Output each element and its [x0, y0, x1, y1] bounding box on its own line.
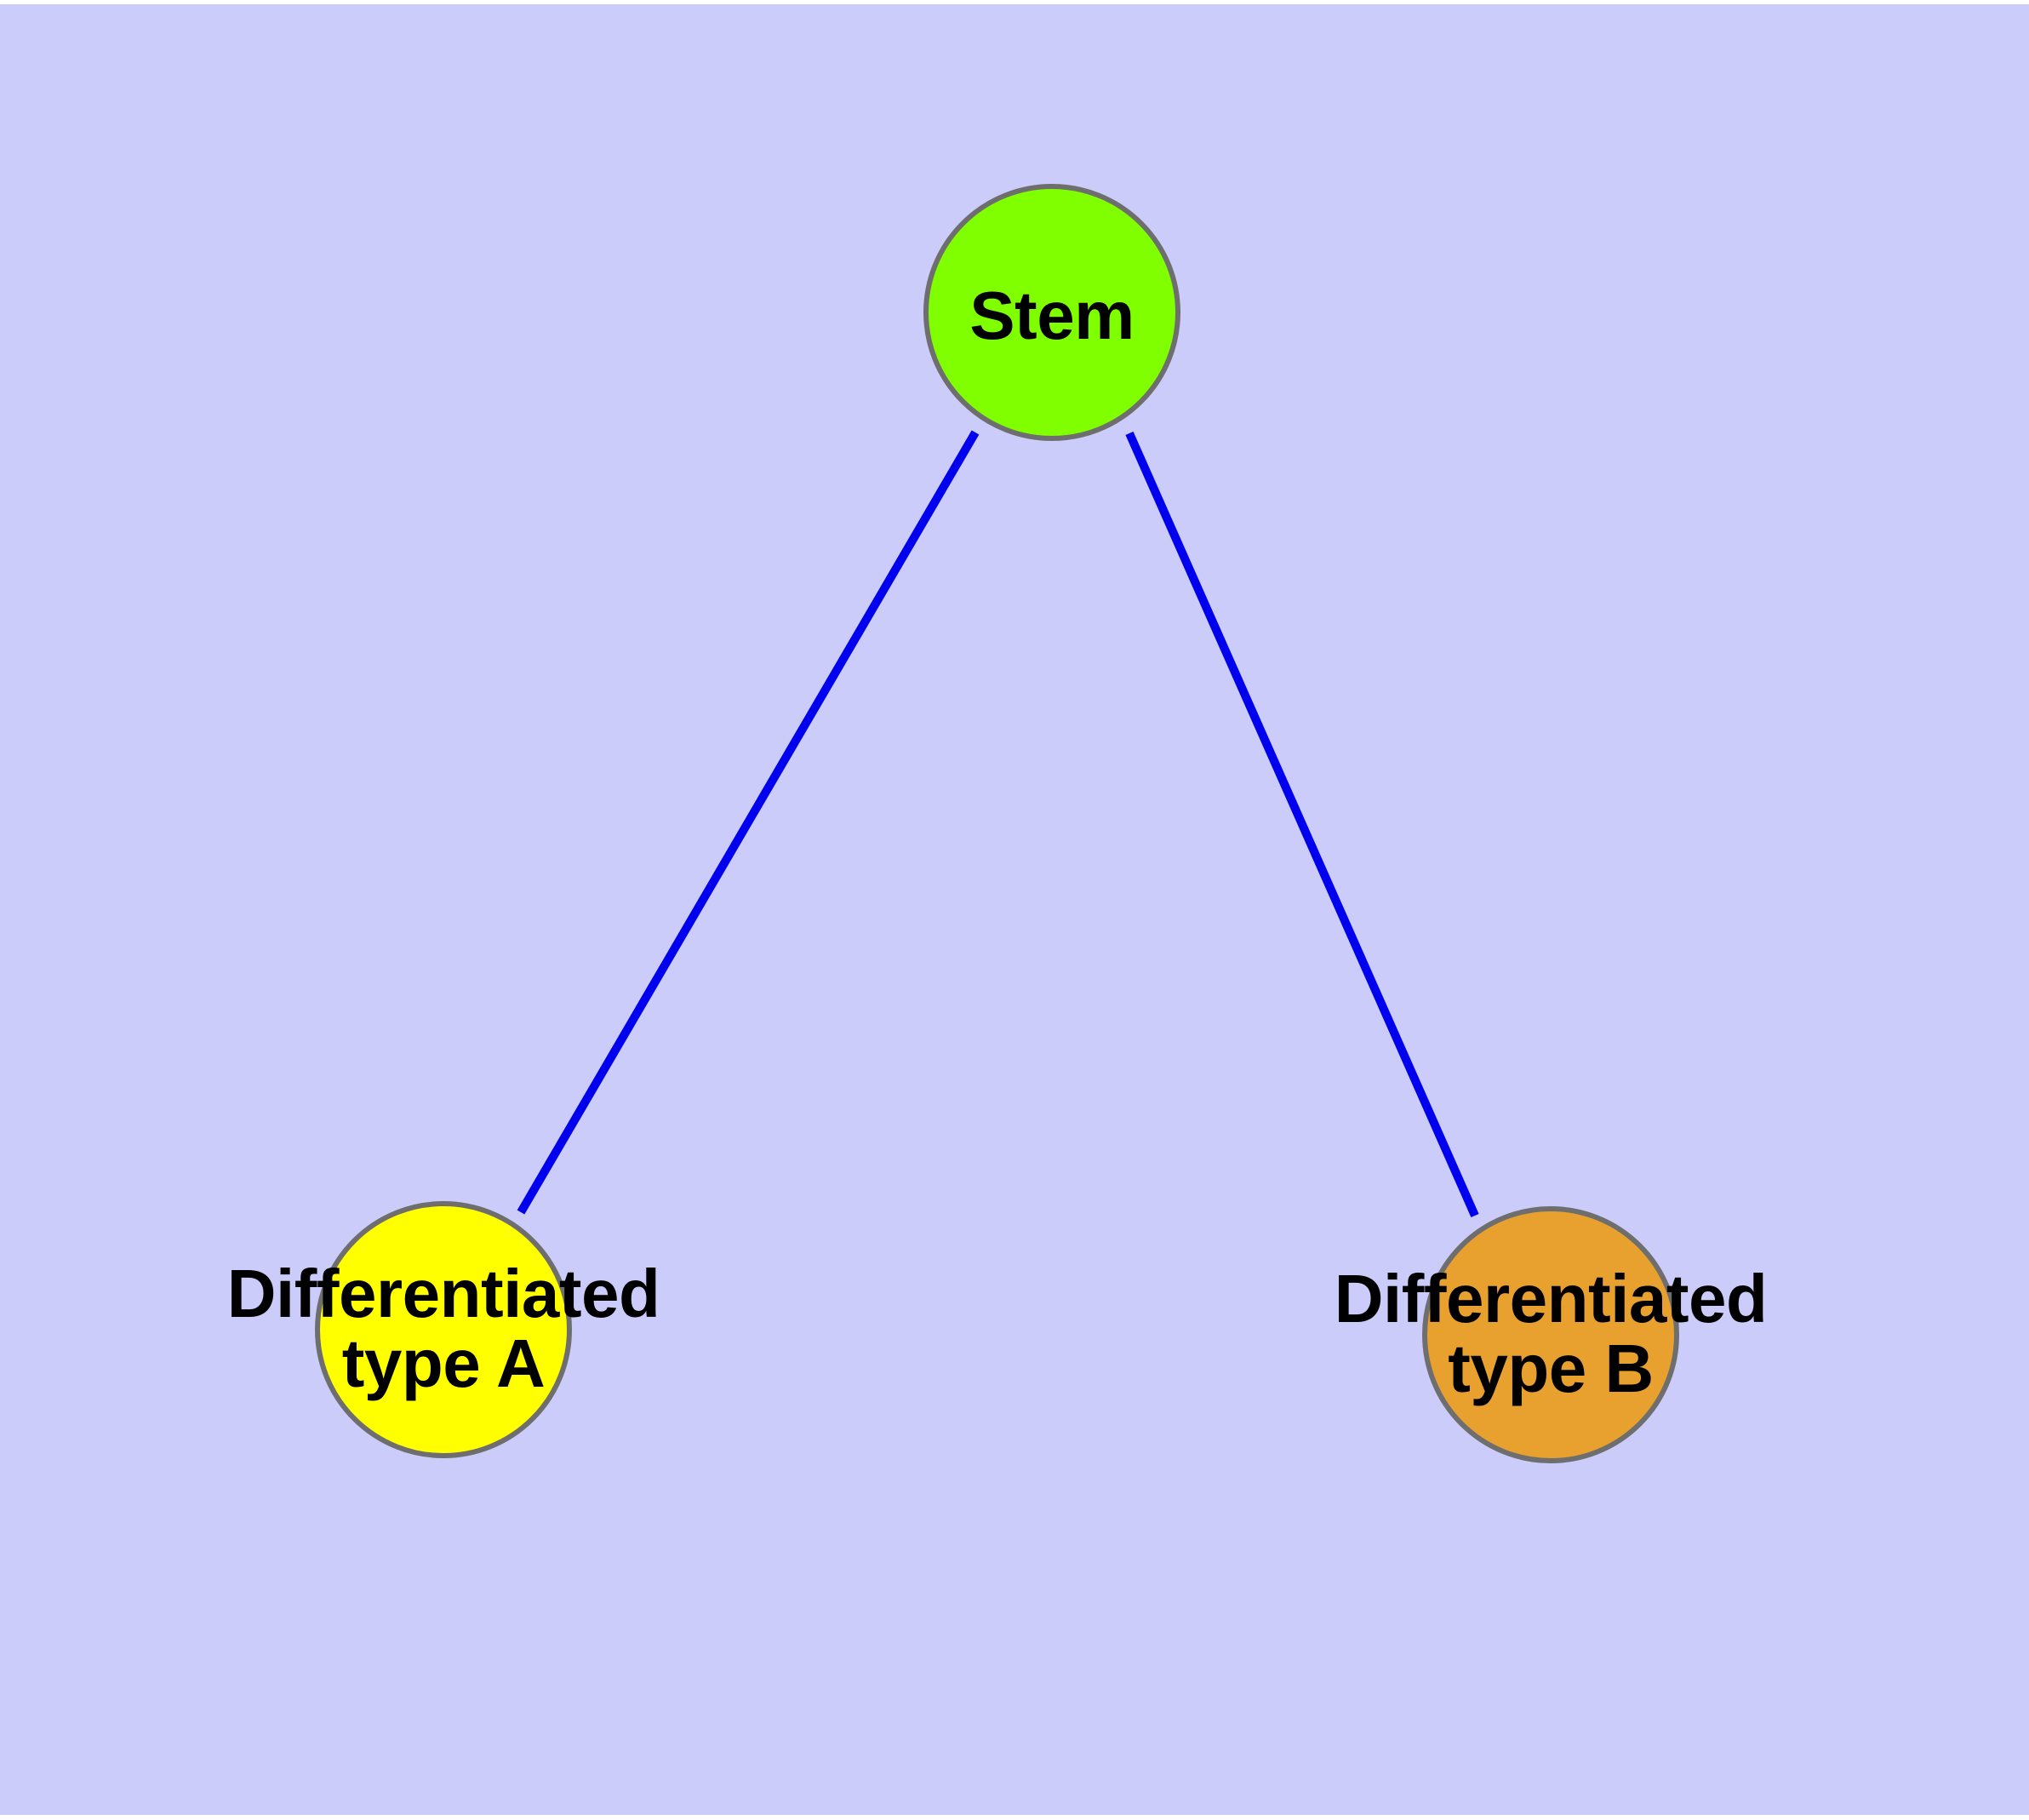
edge-layer: [517, 430, 1479, 1218]
edge-stem-to-diff-b: [1125, 431, 1479, 1218]
node-differentiated-type-b[interactable]: [1422, 1206, 1679, 1463]
node-differentiated-type-a[interactable]: [315, 1201, 572, 1458]
edge-stem-to-diff-a: [517, 430, 980, 1215]
node-stem[interactable]: [923, 184, 1180, 441]
